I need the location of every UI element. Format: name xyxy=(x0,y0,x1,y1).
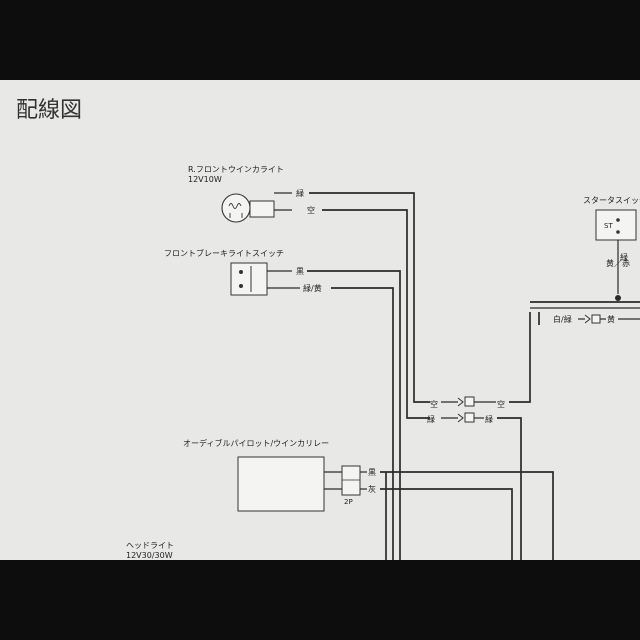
page-title: 配線図 xyxy=(16,98,82,123)
wire-label-yellow: 黄 xyxy=(607,314,615,324)
wire-label-relay-black: 黒 xyxy=(368,468,376,477)
winker-connector xyxy=(249,200,275,218)
wire-sky-out xyxy=(509,312,531,403)
starter-terminal-mark: ST xyxy=(604,222,613,230)
starter-switch-icon: ST xyxy=(595,209,637,241)
bulb-icon xyxy=(221,193,251,223)
wire-green xyxy=(309,192,430,403)
wire-sky xyxy=(322,209,430,419)
wire-label-brake-green-yellow: 緑/黄 xyxy=(303,283,322,293)
wire-relay-gray xyxy=(380,488,513,560)
wire-green-out xyxy=(497,417,522,560)
wire-label-relay-gray: 灰 xyxy=(368,484,376,494)
wire-label-conn-green-right: 緑 xyxy=(485,414,493,424)
pin-connector xyxy=(457,396,475,423)
pilot-relay-label: オーディブルパイロット/ウインカリレー xyxy=(183,438,329,448)
wire-label-conn-green-left: 緑 xyxy=(427,414,435,424)
relay-connector xyxy=(341,465,361,496)
relay-connector-label: 2P xyxy=(344,498,353,506)
wire-label-winker-sky: 空 xyxy=(307,205,315,215)
headlight-label: ヘッドライト xyxy=(126,541,174,550)
wire-brake-black xyxy=(307,270,401,560)
brake-switch-icon xyxy=(230,262,268,296)
junction-dot xyxy=(615,295,621,301)
wire-label-conn-sky-left: 空 xyxy=(430,399,438,409)
wire-label-starter-green: 緑 xyxy=(620,252,628,262)
front-winker-label: R.フロントウインカライト xyxy=(188,165,284,174)
front-winker-rating: 12V10W xyxy=(188,175,222,184)
wire-brake-green-yellow xyxy=(331,287,394,560)
diagram-paper: 配線図 R.フロントウインカライト 12V10W 緑 空 フロントブレーキライト… xyxy=(0,80,640,560)
wiring-diagram: 配線図 R.フロントウインカライト 12V10W 緑 空 フロントブレーキライト… xyxy=(16,98,640,560)
wire-label-white-green: 白/緑 xyxy=(553,314,572,324)
headlight-rating: 12V30/30W xyxy=(126,551,173,560)
pilot-relay-box xyxy=(237,456,325,512)
brake-switch-label: フロントブレーキライトスイッチ xyxy=(164,248,284,258)
wire-relay-black xyxy=(380,471,554,560)
wire-label-winker-green: 緑 xyxy=(296,188,304,198)
starter-switch-label: スタータスイッチ xyxy=(583,196,640,205)
wire-label-brake-black: 黒 xyxy=(296,267,304,276)
wire-label-starter-yellow-red: 黄／赤 xyxy=(606,258,630,268)
wire-label-conn-sky-right: 空 xyxy=(497,399,505,409)
